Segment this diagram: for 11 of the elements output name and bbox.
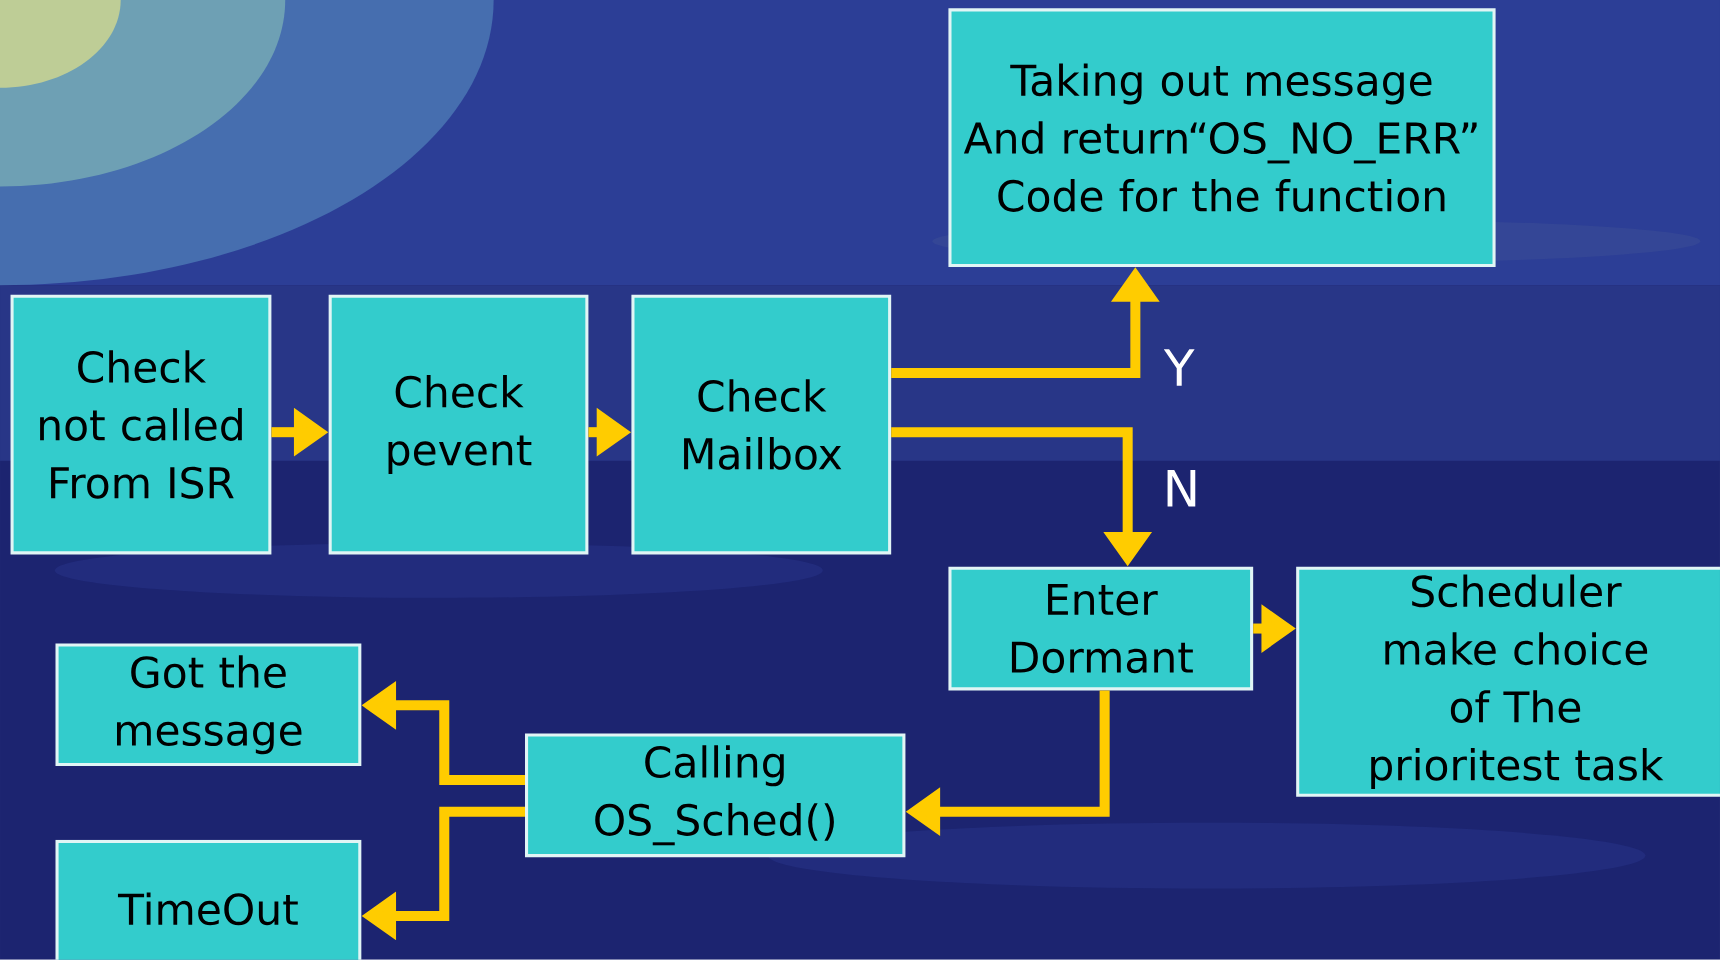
edge-label: N — [1167, 470, 1196, 507]
process-box: Scheduler make choice of The prioritest task — [1296, 566, 1720, 797]
process-box: TimeOut — [55, 839, 362, 960]
process-box: Check not called From ISR — [10, 294, 272, 555]
process-box: Enter Dormant — [948, 566, 1254, 691]
process-box: Got the message — [55, 643, 362, 767]
edge-label: Y — [1163, 349, 1195, 386]
process-box: Taking out message And return“OS_NO_ERR” Code for the function — [948, 8, 1496, 268]
process-box: Check Mailbox — [631, 294, 892, 555]
process-box: Check pevent — [328, 294, 589, 555]
process-box: Calling OS_Sched() — [525, 733, 906, 858]
